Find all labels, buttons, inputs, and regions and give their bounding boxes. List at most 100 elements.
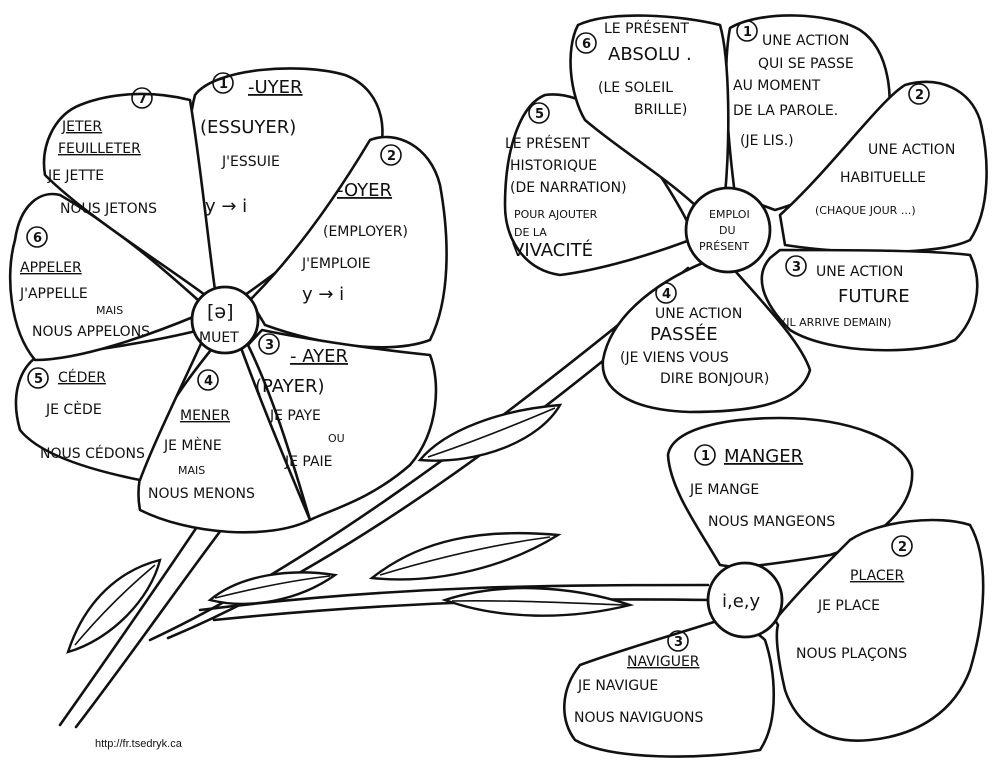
petal-number: 2 [387,149,396,164]
leaves [66,403,635,654]
petal-left-5 [14,328,207,482]
svg-text:JE NAVIGUE: JE NAVIGUE [577,678,658,694]
petal-heading: -OYER [337,180,392,201]
left-center-text: [ə] MUET [199,301,239,346]
petal-top-4 [601,260,812,414]
petal-left-7-text: 7 JETER FEUILLETER JE JETTE NOUS JETONS [47,87,157,217]
svg-text:(CHAQUE JOUR ...): (CHAQUE JOUR ...) [815,204,916,217]
svg-text:QUI SE PASSE: QUI SE PASSE [758,56,854,72]
svg-text:DE LA PAROLE.: DE LA PAROLE. [733,103,838,119]
svg-text:JE PAIE: JE PAIE [284,454,333,470]
svg-text:MAIS: MAIS [96,304,123,317]
petal-top-6 [569,14,730,212]
svg-text:UNE ACTION: UNE ACTION [868,142,955,158]
petal-left-6-text: 6 APPELER J'APPELLE MAIS NOUS APPELONS [19,226,150,340]
petal-left-3-text: 3 - AYER (PAYER) JE PAYE OU JE PAIE [255,333,348,470]
svg-text:UNE ACTION: UNE ACTION [816,264,903,280]
petal-top-5-text: 5 LE PRÉSENT HISTORIQUE (DE NARRATION) P… [505,102,627,261]
petal-number: 3 [265,338,274,353]
svg-text:NOUS CÉDONS: NOUS CÉDONS [40,445,145,462]
petal-left-7 [42,92,217,297]
bottom-center-text: i,e,y [722,591,761,612]
petal-bottom-2 [773,518,985,742]
svg-text:JE JETTE: JE JETTE [47,168,104,184]
svg-text:(JE LIS.): (JE LIS.) [740,133,794,149]
petal-number: 3 [674,635,683,650]
petal-number: 4 [204,374,213,389]
petal-left-3 [246,328,438,522]
svg-text:JE PAYE: JE PAYE [269,408,321,424]
svg-text:(LE SOLEIL: (LE SOLEIL [598,80,673,96]
svg-text:HISTORIQUE: HISTORIQUE [510,158,597,174]
petal-number: 2 [915,88,924,103]
svg-text:NOUS NAVIGUONS: NOUS NAVIGUONS [574,710,704,726]
petal-heading: PLACER [850,568,905,584]
petal-heading: MENER [180,408,230,424]
svg-text:PRÉSENT: PRÉSENT [699,240,749,253]
svg-text:UNE ACTION: UNE ACTION [655,306,742,322]
petal-left-1-text: 1 -UYER (ESSUYER) J'ESSUIE y → i [200,72,303,217]
svg-text:LE PRÉSENT: LE PRÉSENT [505,135,590,152]
center-label: i,e,y [722,591,761,612]
petal-bottom-1 [666,416,914,570]
svg-text:(JE VIENS VOUS: (JE VIENS VOUS [620,350,729,366]
svg-text:NOUS APPELONS: NOUS APPELONS [32,324,150,340]
svg-text:OU: OU [328,432,345,445]
svg-text:J'APPELLE: J'APPELLE [19,286,88,302]
svg-text:J'EMPLOIE: J'EMPLOIE [301,256,371,272]
petal-bottom-1-text: 1 MANGER JE MANGE NOUS MANGEONS [689,444,835,530]
svg-text:J'ESSUIE: J'ESSUIE [221,154,280,170]
credit-url[interactable]: http://fr.tsedryk.ca [95,738,182,750]
petal-number: 1 [743,25,752,40]
svg-text:LE PRÉSENT: LE PRÉSENT [604,20,689,37]
svg-text:(PAYER): (PAYER) [255,376,325,397]
petal-left-5-text: 5 CÉDER JE CÈDE NOUS CÉDONS [27,367,145,462]
svg-text:NOUS MANGEONS: NOUS MANGEONS [708,514,835,530]
center-symbol: [ə] [207,301,234,323]
petal-top-3-text: 3 UNE ACTION FUTURE (IL ARRIVE DEMAIN) [782,255,910,329]
svg-text:EMPLOI: EMPLOI [709,208,750,221]
flower-top [503,14,988,414]
svg-text:(ESSUYER): (ESSUYER) [200,117,296,138]
svg-text:NOUS PLAÇONS: NOUS PLAÇONS [796,646,907,662]
petal-bottom-3-text: 3 NAVIGUER JE NAVIGUE NOUS NAVIGUONS [574,630,704,726]
petal-top-4-text: 4 UNE ACTION PASSÉE (JE VIENS VOUS DIRE … [620,282,769,387]
svg-text:y → i: y → i [205,196,247,217]
svg-text:(DE NARRATION): (DE NARRATION) [510,180,627,196]
petal-number: 1 [219,77,228,92]
svg-text:FEUILLETER: FEUILLETER [58,141,141,157]
center-label: MUET [199,330,239,346]
svg-text:JE CÈDE: JE CÈDE [45,401,102,418]
svg-text:JE MÈNE: JE MÈNE [163,437,222,454]
top-center-text: EMPLOI DU PRÉSENT [699,208,750,253]
petal-heading: NAVIGUER [627,654,700,670]
petal-left-4-text: 4 MENER JE MÈNE MAIS NOUS MENONS [148,369,255,502]
center-bottom [706,561,784,639]
center-left [190,285,260,355]
petal-top-6-text: 6 LE PRÉSENT ABSOLU . (LE SOLEIL BRILLE) [575,20,692,118]
svg-text:JE PLACE: JE PLACE [817,598,880,614]
center-top [684,186,772,274]
petal-heading: MANGER [724,446,803,467]
petal-bottom-2-text: 2 PLACER JE PLACE NOUS PLAÇONS [796,535,913,662]
petal-heading: APPELER [20,260,82,276]
flower-bottom [563,416,985,758]
petal-heading: - AYER [290,346,348,367]
petal-number: 5 [34,372,43,387]
svg-text:PASSÉE: PASSÉE [650,323,718,345]
svg-text:(EMPLOYER): (EMPLOYER) [323,224,408,240]
svg-text:FUTURE: FUTURE [838,286,910,307]
petal-heading: -UYER [248,77,303,98]
petal-number: 4 [662,287,671,302]
svg-text:MAIS: MAIS [178,464,205,477]
svg-text:DIRE BONJOUR): DIRE BONJOUR) [660,371,769,387]
petal-number: 2 [898,540,907,555]
petal-number: 1 [701,449,710,464]
svg-text:DE LA: DE LA [514,226,547,239]
svg-text:DU: DU [719,224,736,237]
petal-heading: JETER [61,119,102,135]
svg-text:NOUS JETONS: NOUS JETONS [60,201,157,217]
flower-left [8,67,448,534]
svg-text:JE MANGE: JE MANGE [689,482,759,498]
